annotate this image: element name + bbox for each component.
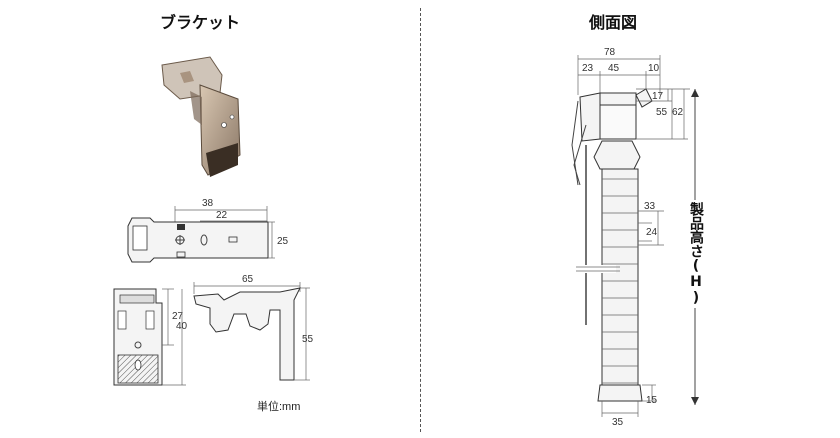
dim-62: 62 xyxy=(672,107,684,118)
dim-33: 33 xyxy=(644,201,656,212)
section-divider xyxy=(420,8,421,432)
dim-78: 78 xyxy=(604,47,616,58)
dim-55: 55 xyxy=(302,334,314,345)
dim-23: 23 xyxy=(582,63,594,74)
bracket-side-view: 65 55 xyxy=(193,274,314,381)
side-view-title: 側面図 xyxy=(589,13,638,32)
dim-10: 10 xyxy=(648,63,660,74)
bracket-title: ブラケット xyxy=(160,13,241,32)
side-elevation: 78 23 45 10 17 55 62 33 24 15 35 xyxy=(571,47,699,428)
dim-55b: 55 xyxy=(656,107,668,118)
dim-25: 25 xyxy=(277,236,289,247)
product-height-label: 製品高さ(H) xyxy=(686,200,706,308)
dim-17: 17 xyxy=(652,91,664,102)
dim-24: 24 xyxy=(646,227,658,238)
dim-65: 65 xyxy=(242,274,254,285)
dim-40: 40 xyxy=(176,321,188,332)
bracket-front-view: 27 40 xyxy=(113,288,188,386)
dim-22: 22 xyxy=(216,210,228,221)
dim-15: 15 xyxy=(646,395,658,406)
dim-45: 45 xyxy=(608,63,620,74)
dim-38: 38 xyxy=(202,198,214,209)
dim-35: 35 xyxy=(612,417,624,428)
bracket-photo xyxy=(161,56,241,177)
dim-27: 27 xyxy=(172,311,184,322)
bracket-top-view: 38 22 25 xyxy=(127,198,289,263)
unit-label: 単位:mm xyxy=(257,401,301,413)
